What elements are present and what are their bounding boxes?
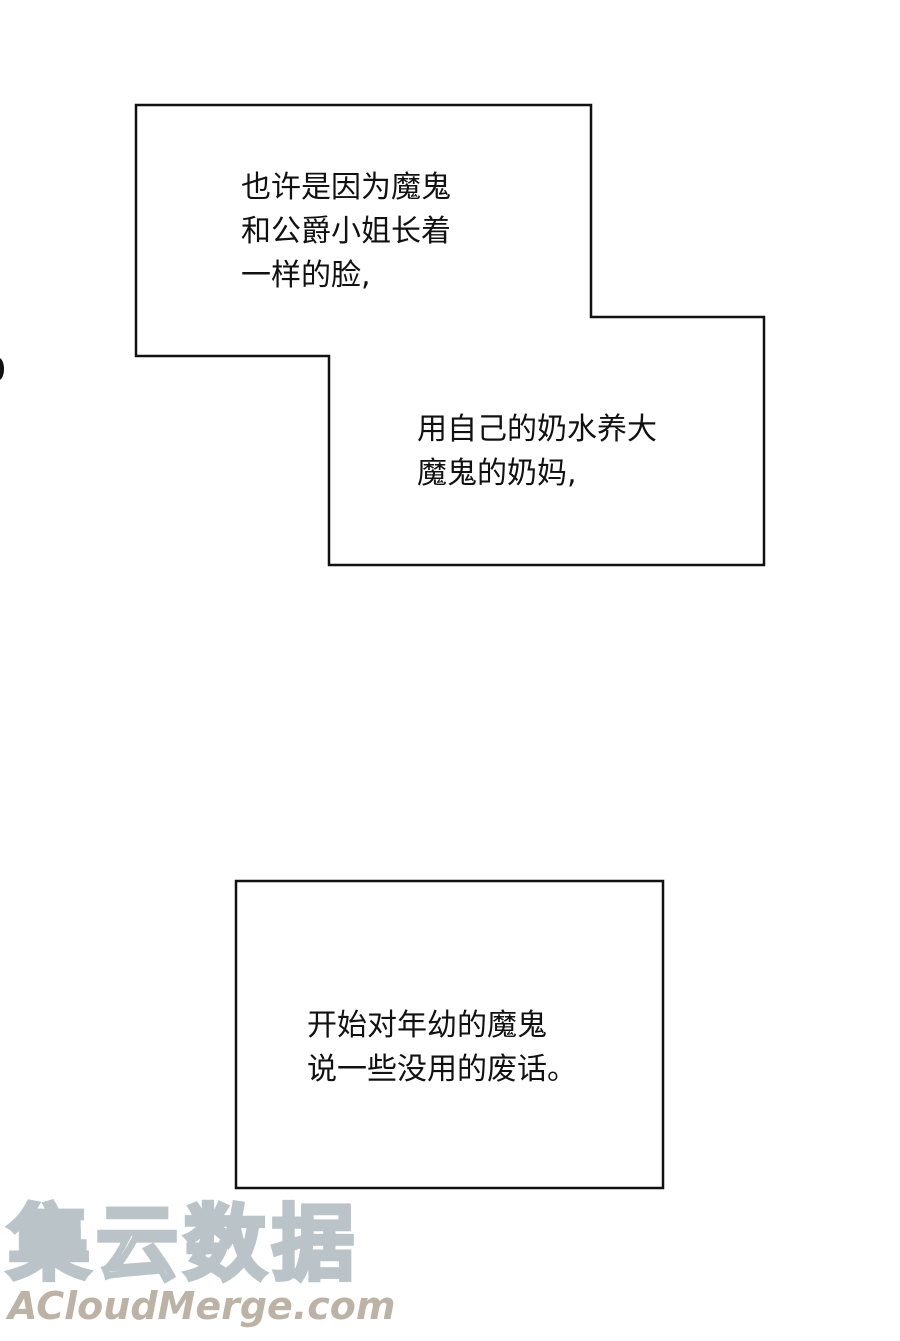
caption-line: 开始对年幼的魔鬼 <box>307 1008 547 1043</box>
caption-box-top <box>134 103 766 567</box>
caption-line: 用自己的奶水养大 <box>417 412 657 447</box>
watermark-title: 集云数据 <box>6 1197 361 1292</box>
caption-text-2: 用自己的奶水养大 魔鬼的奶妈, <box>417 408 657 496</box>
speech-bubble-edge <box>0 358 4 380</box>
caption-text-1: 也许是因为魔鬼 和公爵小姐长着 一样的脸, <box>241 166 451 298</box>
caption-line: 也许是因为魔鬼 <box>241 170 451 205</box>
caption-line: 说一些没用的废话。 <box>307 1052 577 1087</box>
watermark-logo: 集云数据 ACloudMerge.com <box>6 1197 396 1328</box>
caption-box-bottom <box>234 879 665 1190</box>
caption-line: 一样的脸, <box>241 258 371 293</box>
watermark-subtitle: ACloudMerge.com <box>8 1284 396 1328</box>
caption-line: 魔鬼的奶妈, <box>417 456 577 491</box>
caption-line: 和公爵小姐长着 <box>241 214 451 249</box>
caption-text-3: 开始对年幼的魔鬼 说一些没用的废话。 <box>307 1004 577 1092</box>
